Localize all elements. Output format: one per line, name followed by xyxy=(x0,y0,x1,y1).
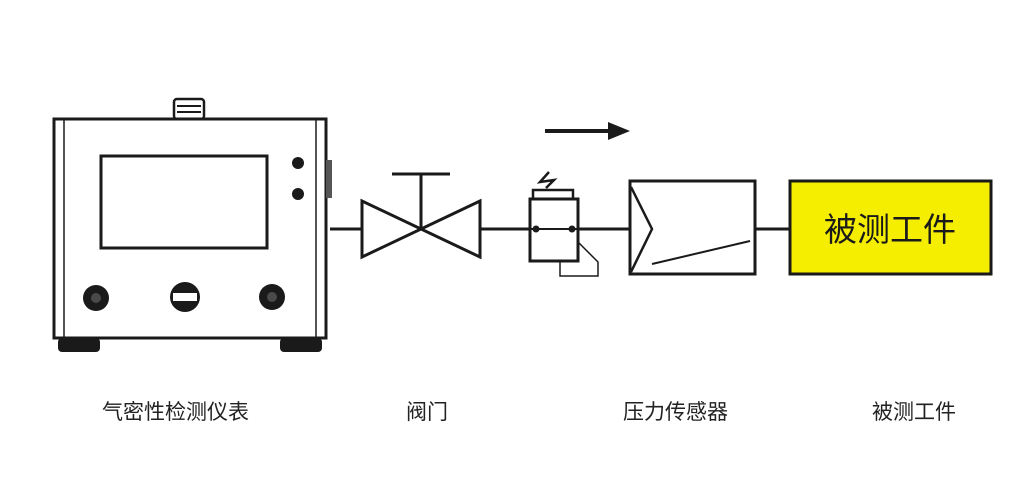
display-screen xyxy=(99,154,269,250)
valve-caption: 阀门 xyxy=(406,400,448,424)
tester-caption: 气密性检测仪表 xyxy=(102,400,249,424)
handle-icon xyxy=(172,97,206,121)
pressure-sensor-symbol xyxy=(628,179,757,276)
indicator-light-icon xyxy=(292,188,304,200)
flow-arrow xyxy=(545,122,630,140)
leak-tester-device xyxy=(52,97,332,352)
indicator-light-icon xyxy=(292,157,304,169)
valve-symbol xyxy=(360,172,482,260)
workpiece-box-text: 被测工件 xyxy=(824,210,956,249)
foot-icon xyxy=(280,338,322,352)
workpiece-box: 被测工件 xyxy=(788,179,993,276)
pressure-switch-symbol xyxy=(528,171,599,277)
tester-body xyxy=(52,117,328,340)
workpiece-caption: 被测工件 xyxy=(872,400,956,424)
foot-icon xyxy=(58,338,100,352)
pressure-sensor-caption: 压力传感器 xyxy=(623,400,728,424)
